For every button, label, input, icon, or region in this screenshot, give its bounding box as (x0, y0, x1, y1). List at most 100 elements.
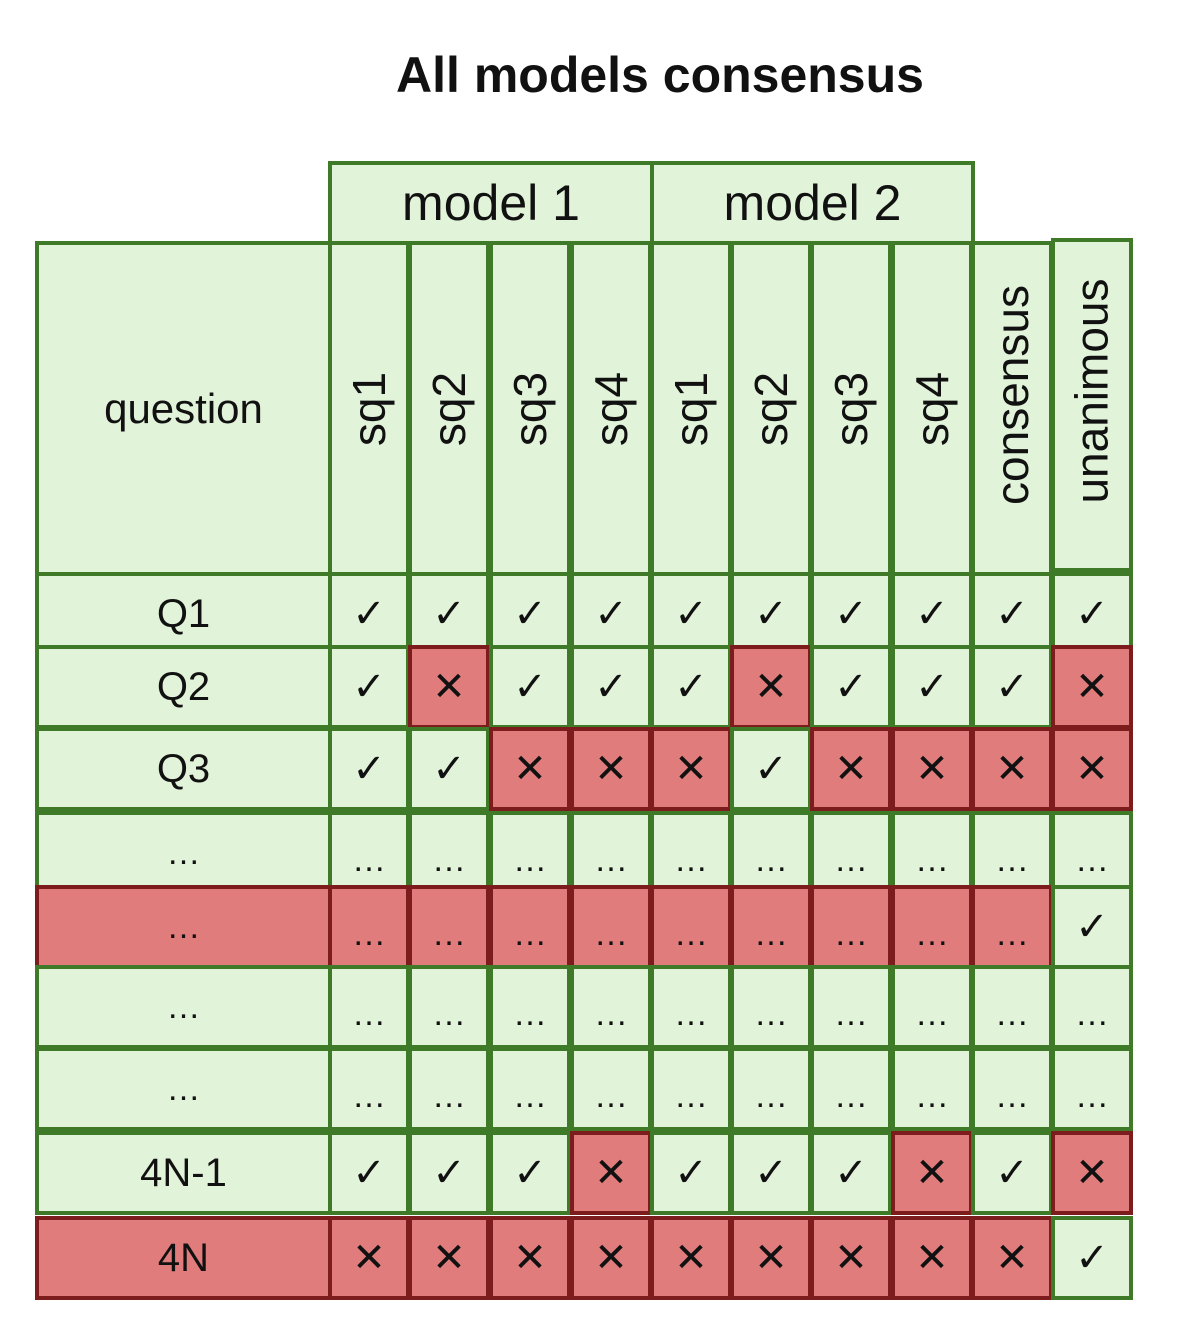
ellipsis-cell: … (971, 1047, 1053, 1131)
check-icon: ✓ (891, 572, 973, 656)
cross-icon: ✕ (891, 1131, 973, 1215)
row-label: Q1 (35, 572, 332, 656)
cell-value: ✕ (834, 1236, 868, 1280)
column-header-sq1: sq1 (328, 241, 410, 576)
cell-value: … (995, 841, 1029, 879)
check-icon: ✓ (328, 727, 410, 811)
cell-value: … (513, 995, 547, 1033)
check-icon: ✓ (489, 645, 571, 729)
cross-icon: ✕ (1051, 645, 1133, 729)
check-icon: ✓ (408, 572, 490, 656)
column-header-consensus: consensus (971, 241, 1053, 576)
ellipsis-cell: … (328, 811, 410, 895)
ellipsis-cell: … (730, 811, 812, 895)
column-header-label: sq2 (745, 371, 798, 446)
check-icon: ✓ (328, 572, 410, 656)
cell-value: ✕ (915, 747, 949, 791)
check-icon: ✓ (810, 645, 892, 729)
cell-value: … (995, 995, 1029, 1033)
cell-value: … (834, 915, 868, 953)
check-icon: ✓ (730, 1131, 812, 1215)
cell-value: … (834, 841, 868, 879)
ellipsis-cell: … (971, 811, 1053, 895)
check-icon: ✓ (570, 572, 652, 656)
row-label: 4N (35, 1216, 332, 1300)
ellipsis-cell: … (570, 1047, 652, 1131)
cross-icon: ✕ (489, 1216, 571, 1300)
check-icon: ✓ (810, 572, 892, 656)
check-icon: ✓ (489, 572, 571, 656)
cell-value: … (915, 841, 949, 879)
ellipsis-cell: … (650, 1047, 732, 1131)
cell-value: ✓ (594, 665, 628, 709)
column-header-sq2: sq2 (408, 241, 490, 576)
cell-value: … (674, 915, 708, 953)
ellipsis-cell: … (891, 885, 973, 969)
cell-value: … (754, 841, 788, 879)
group-header-model-1: model 1 (328, 161, 654, 245)
group-header-model-2: model 2 (650, 161, 975, 245)
cross-icon: ✕ (971, 1216, 1053, 1300)
cross-icon: ✕ (891, 1216, 973, 1300)
column-header-label: sq2 (423, 371, 476, 446)
cell-value: ✓ (352, 747, 386, 791)
cell-value: ✕ (915, 1151, 949, 1195)
ellipsis-cell: … (489, 811, 571, 895)
row-label: 4N-1 (35, 1131, 332, 1215)
cell-value: ✕ (1075, 665, 1109, 709)
ellipsis-cell: … (891, 811, 973, 895)
cell-value: … (995, 915, 1029, 953)
cell-value: … (594, 841, 628, 879)
cell-value: ✓ (674, 665, 708, 709)
diagram-title: All models consensus (396, 47, 924, 103)
cross-icon: ✕ (489, 727, 571, 811)
cell-value: ✕ (432, 665, 466, 709)
column-header-sq3: sq3 (489, 241, 571, 576)
ellipsis-cell: … (1051, 811, 1133, 895)
row-label-text: Q2 (156, 664, 211, 709)
column-header-label: unanimous (1066, 278, 1119, 504)
cell-value: … (834, 1077, 868, 1115)
column-header-label: sq4 (585, 371, 638, 446)
check-icon: ✓ (650, 645, 732, 729)
column-header-sq4: sq4 (570, 241, 652, 576)
cell-value: … (352, 841, 386, 879)
cell-value: … (432, 841, 466, 879)
ellipsis-cell: … (810, 885, 892, 969)
ellipsis-cell: … (570, 885, 652, 969)
cell-value: … (432, 995, 466, 1033)
question-header-label: question (104, 384, 263, 432)
cross-icon: ✕ (810, 727, 892, 811)
column-header-label: sq3 (504, 371, 557, 446)
ellipsis-cell: … (328, 1047, 410, 1131)
cell-value: … (915, 915, 949, 953)
cell-value: ✓ (513, 665, 547, 709)
ellipsis-cell: … (408, 885, 490, 969)
cell-value: ✓ (352, 592, 386, 636)
cell-value: ✓ (352, 1151, 386, 1195)
cross-icon: ✕ (570, 1216, 652, 1300)
cell-value: ✕ (594, 1236, 628, 1280)
ellipsis-cell: … (810, 965, 892, 1049)
ellipsis-cell: … (328, 965, 410, 1049)
ellipsis-cell: … (1051, 1047, 1133, 1131)
cell-value: … (513, 915, 547, 953)
column-header-unanimous: unanimous (1051, 238, 1133, 572)
ellipsis-cell: … (328, 885, 410, 969)
cell-value: ✕ (674, 747, 708, 791)
cell-value: ✓ (834, 1151, 868, 1195)
row-label: … (35, 811, 332, 895)
column-header-sq1: sq1 (650, 241, 732, 576)
cell-value: ✓ (594, 592, 628, 636)
check-icon: ✓ (570, 645, 652, 729)
cell-value: … (1075, 995, 1109, 1033)
column-header-label: sq4 (906, 371, 959, 446)
cell-value: … (674, 995, 708, 1033)
cross-icon: ✕ (891, 727, 973, 811)
cross-icon: ✕ (650, 727, 732, 811)
ellipsis-cell: … (730, 885, 812, 969)
cell-value: ✓ (995, 1151, 1029, 1195)
cell-value: ✓ (674, 592, 708, 636)
check-icon: ✓ (1051, 885, 1133, 969)
cell-value: ✓ (754, 747, 788, 791)
